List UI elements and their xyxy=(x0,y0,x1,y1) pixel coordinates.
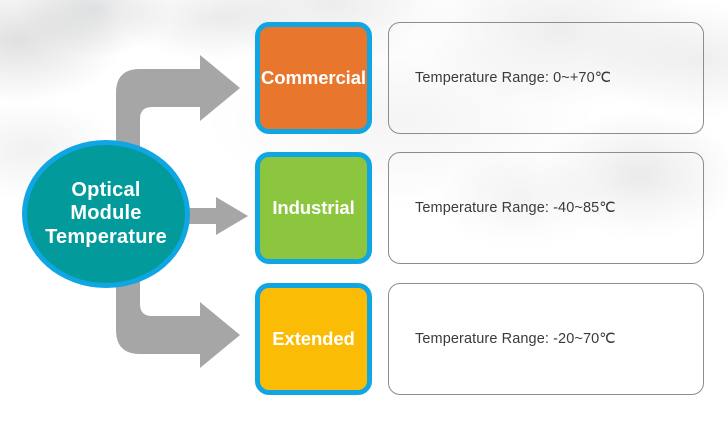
hub-node[interactable]: Optical Module Temperature xyxy=(22,140,190,288)
category-label-industrial: Industrial xyxy=(272,197,355,218)
category-box-commercial[interactable]: Commercial xyxy=(255,22,372,134)
description-box-extended: Temperature Range: -20~70℃ xyxy=(388,283,704,395)
arrow-straight-icon xyxy=(186,197,248,235)
description-text-industrial: Temperature Range: -40~85℃ xyxy=(415,200,616,216)
category-box-extended[interactable]: Extended xyxy=(255,283,372,395)
description-box-industrial: Temperature Range: -40~85℃ xyxy=(388,152,704,264)
category-label-commercial: Commercial xyxy=(261,67,366,88)
description-text-commercial: Temperature Range: 0~+70℃ xyxy=(415,70,612,86)
category-label-extended: Extended xyxy=(272,328,355,349)
hub-label: Optical Module Temperature xyxy=(45,179,167,248)
description-box-commercial: Temperature Range: 0~+70℃ xyxy=(388,22,704,134)
description-text-extended: Temperature Range: -20~70℃ xyxy=(415,331,616,347)
category-box-industrial[interactable]: Industrial xyxy=(255,152,372,264)
